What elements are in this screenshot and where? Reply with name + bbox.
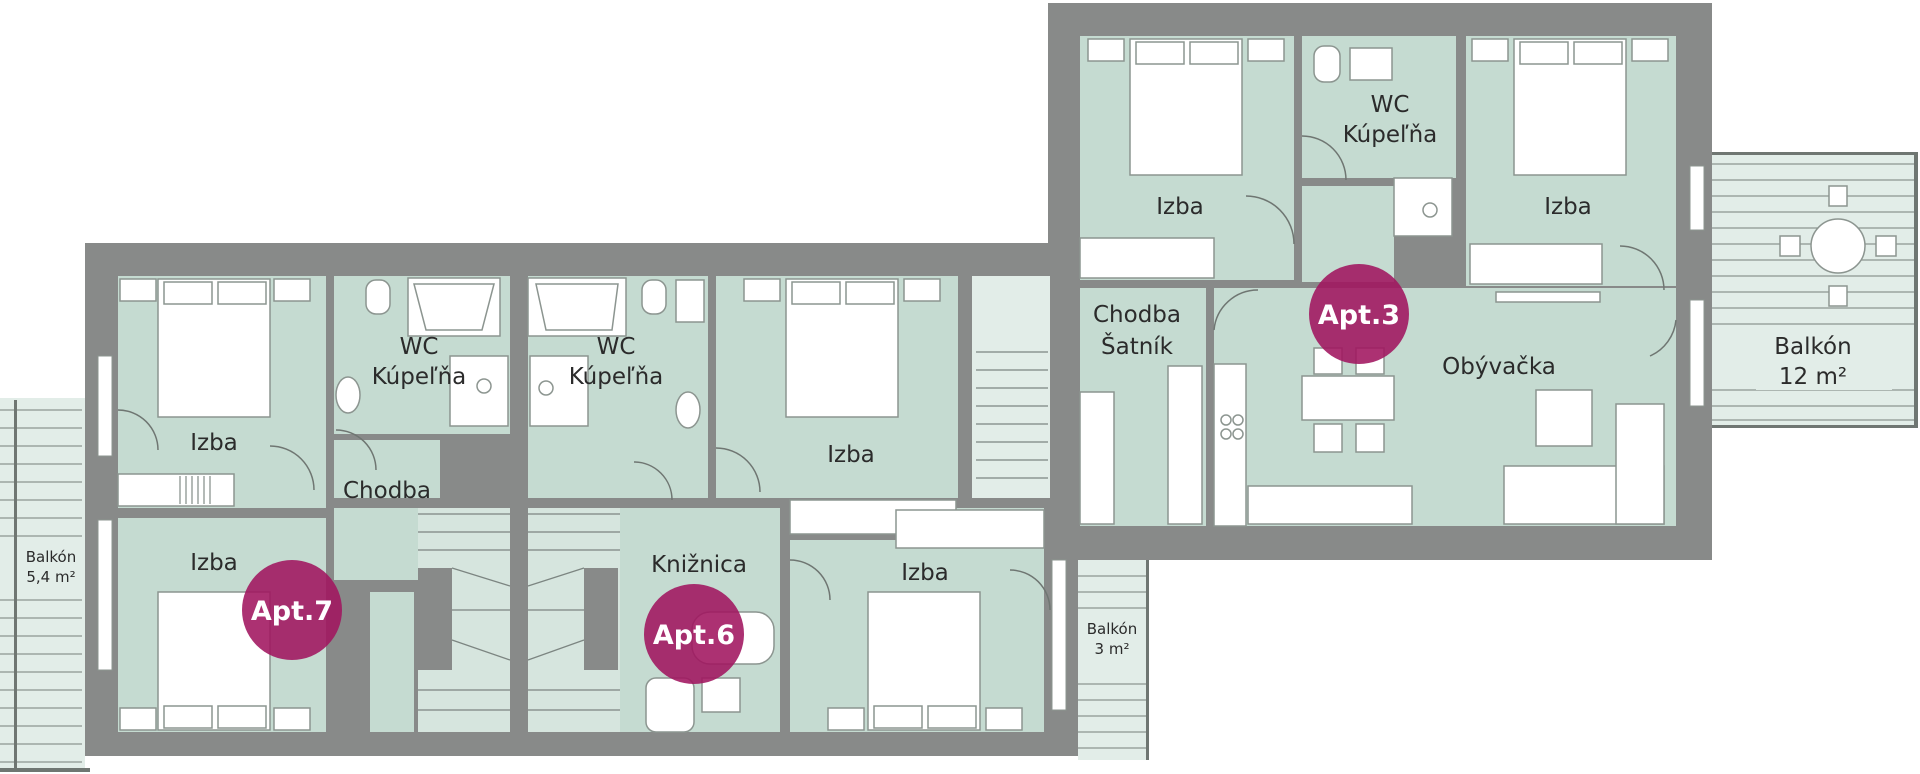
room-label-apt6-izba-top: Izba [827,442,875,468]
apt6-label: Apt.6 [653,620,735,651]
doors [97,135,1705,711]
balcony-middle-area: 3 m² [1095,640,1130,658]
apt7-marker [242,560,342,660]
room-label-apt3-kupelna: Kúpeľňa [1343,122,1438,148]
room-label-apt7-izba-top: Izba [190,430,238,456]
balcony-middle-label: Balkón [1087,620,1138,638]
room-label-apt7-chodba: Chodba [343,478,431,504]
balcony-labels: Balkón 5,4 m² Balkón 3 m² Balkón 12 m² [20,330,1892,678]
room-label-apt6-wc: WC [597,334,636,360]
room-label-apt6-kupelna: Kúpeľňa [569,364,664,390]
room-label-apt7-kupelna: Kúpeľňa [372,364,467,390]
apt3-label: Apt.3 [1318,300,1400,331]
balcony-right-label: Balkón [1774,334,1851,360]
room-label-apt3-satnik: Šatník [1101,332,1174,360]
room-label-apt6-kniznica: Knižnica [651,552,747,578]
apt6-marker [644,584,744,684]
apt7-label: Apt.7 [251,596,333,627]
balcony-left-area: 5,4 m² [26,568,75,586]
room-label-apt6-izba-bottom: Izba [901,560,949,586]
room-label-apt7-wc: WC [400,334,439,360]
balcony-right-area: 12 m² [1779,364,1847,390]
room-label-apt3-izba-right: Izba [1544,194,1592,220]
room-labels: Izba WC Kúpeľňa Chodba Izba WC Kúpeľňa I… [190,92,1592,586]
room-label-apt3-izba-left: Izba [1156,194,1204,220]
room-label-apt7-izba-bottom: Izba [190,550,238,576]
room-label-apt3-chodba: Chodba [1093,302,1181,328]
stairs [418,351,1048,711]
apartment-markers: Apt.7 Apt.6 Apt.3 [242,264,1409,684]
furniture [117,38,1669,733]
apt3-marker [1309,264,1409,364]
room-label-apt3-wc: WC [1371,92,1410,118]
balcony-left-label: Balkón [26,548,77,566]
room-label-apt3-obyvacka: Obývačka [1442,354,1556,380]
